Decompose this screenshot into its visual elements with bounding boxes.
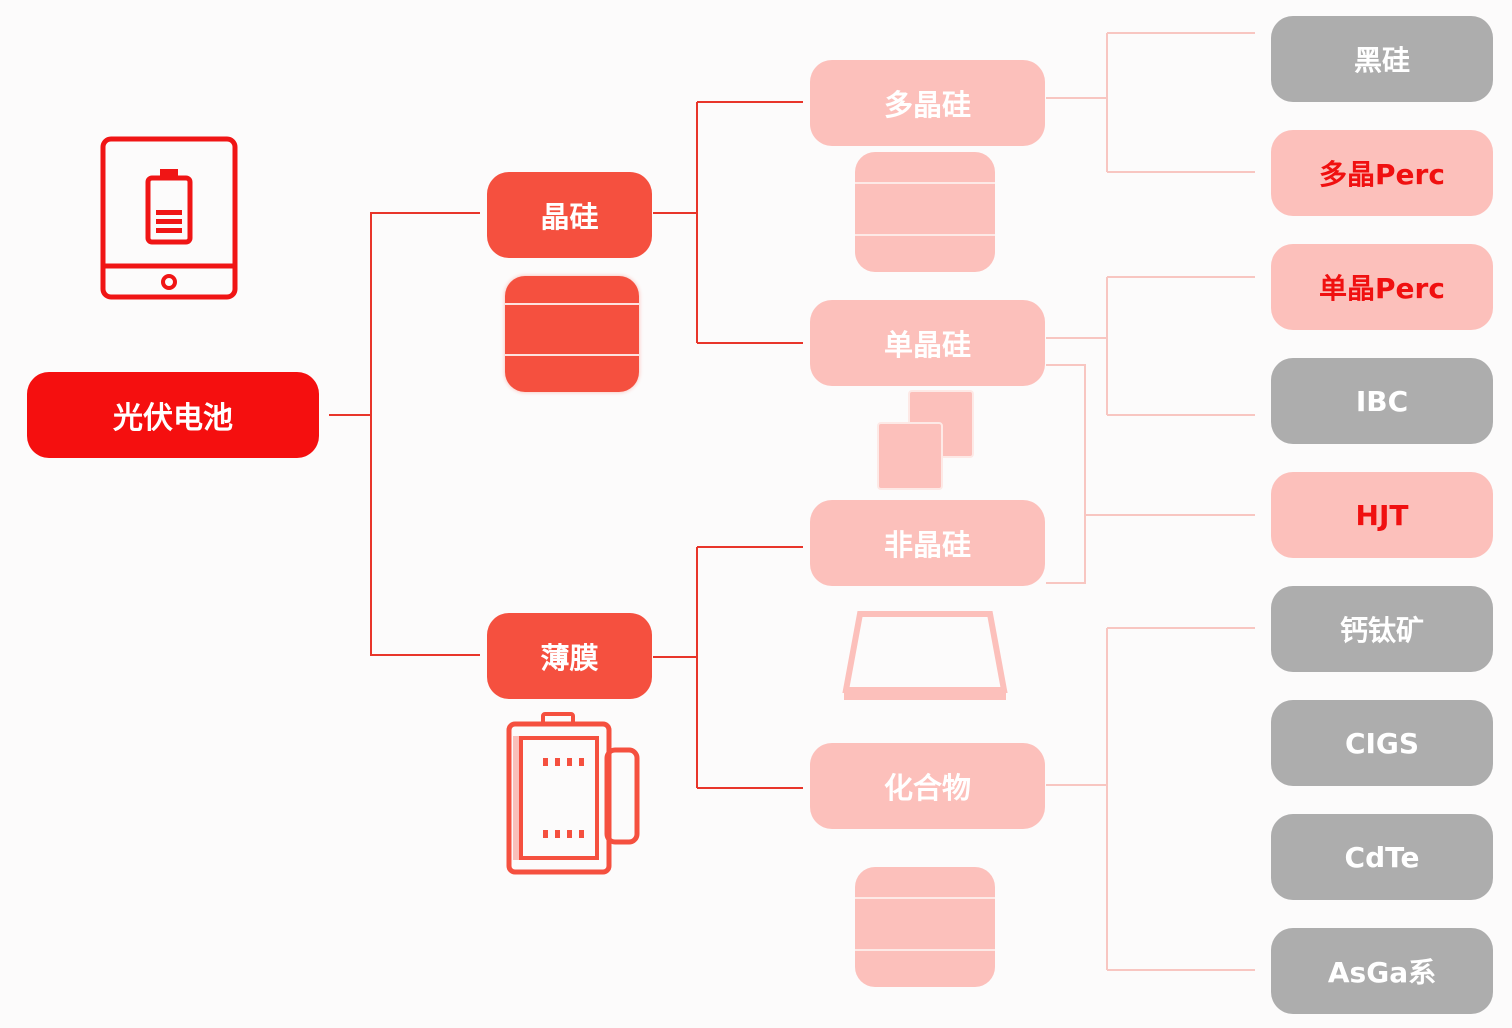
leaf-label: IBC: [1355, 384, 1409, 418]
root-label: 光伏电池: [113, 401, 233, 436]
node-label: 非晶硅: [883, 528, 971, 562]
film-cartridge-icon: [506, 712, 640, 875]
compound-wafer-icon: [855, 867, 995, 987]
root-node-pv-cell: 光伏电池: [27, 372, 319, 458]
leaf-black-si: 黑硅: [1271, 16, 1493, 102]
leaf-cdte: CdTe: [1271, 814, 1493, 900]
leaf-label: 钙钛矿: [1339, 614, 1424, 647]
leaf-ibc: IBC: [1271, 358, 1493, 444]
connector-thinfilm-branches: [653, 546, 803, 789]
leaf-label: 单晶Perc: [1319, 272, 1445, 305]
leaf-perovskite: 钙钛矿: [1271, 586, 1493, 672]
multi-si-wafer-icon: [855, 152, 995, 272]
node-label: 单晶硅: [883, 328, 971, 362]
leaf-mono-perc: 单晶Perc: [1271, 244, 1493, 330]
silicon-wafer-icon: [505, 276, 639, 392]
node-multi-si: 多晶硅: [810, 60, 1045, 146]
node-label: 化合物: [883, 771, 971, 805]
node-thin-film: 薄膜: [487, 613, 652, 699]
connector-root-crystalline: [329, 212, 480, 416]
connector-mono-leaves: [1046, 276, 1255, 416]
node-crystalline-si: 晶硅: [487, 172, 652, 258]
node-label: 薄膜: [540, 641, 599, 675]
connector-multi-leaves: [1046, 32, 1255, 173]
leaf-label: AsGa系: [1327, 956, 1437, 989]
leaf-label: 多晶Perc: [1319, 158, 1445, 191]
node-compound: 化合物: [810, 743, 1045, 829]
leaf-hjt: HJT: [1271, 472, 1493, 558]
mono-si-wafers-icon: [877, 390, 974, 490]
leaf-label: CIGS: [1344, 726, 1420, 760]
tablet-battery-icon: [100, 136, 238, 300]
leaf-label: HJT: [1355, 498, 1409, 532]
node-mono-si: 单晶硅: [810, 300, 1045, 386]
thin-panel-icon: [842, 611, 1008, 700]
leaf-cigs: CIGS: [1271, 700, 1493, 786]
node-label: 多晶硅: [883, 88, 971, 122]
node-amorphous-si: 非晶硅: [810, 500, 1045, 586]
connector-crystalline-branches: [653, 101, 803, 344]
connector-compound-leaves: [1046, 627, 1255, 971]
connector-root-thinfilm: [370, 415, 480, 656]
leaf-label: CdTe: [1344, 840, 1420, 874]
leaf-multi-perc: 多晶Perc: [1271, 130, 1493, 216]
node-label: 晶硅: [540, 200, 599, 234]
leaf-asga: AsGa系: [1271, 928, 1493, 1014]
leaf-label: 黑硅: [1353, 44, 1410, 77]
connector-hjt: [1046, 364, 1255, 584]
